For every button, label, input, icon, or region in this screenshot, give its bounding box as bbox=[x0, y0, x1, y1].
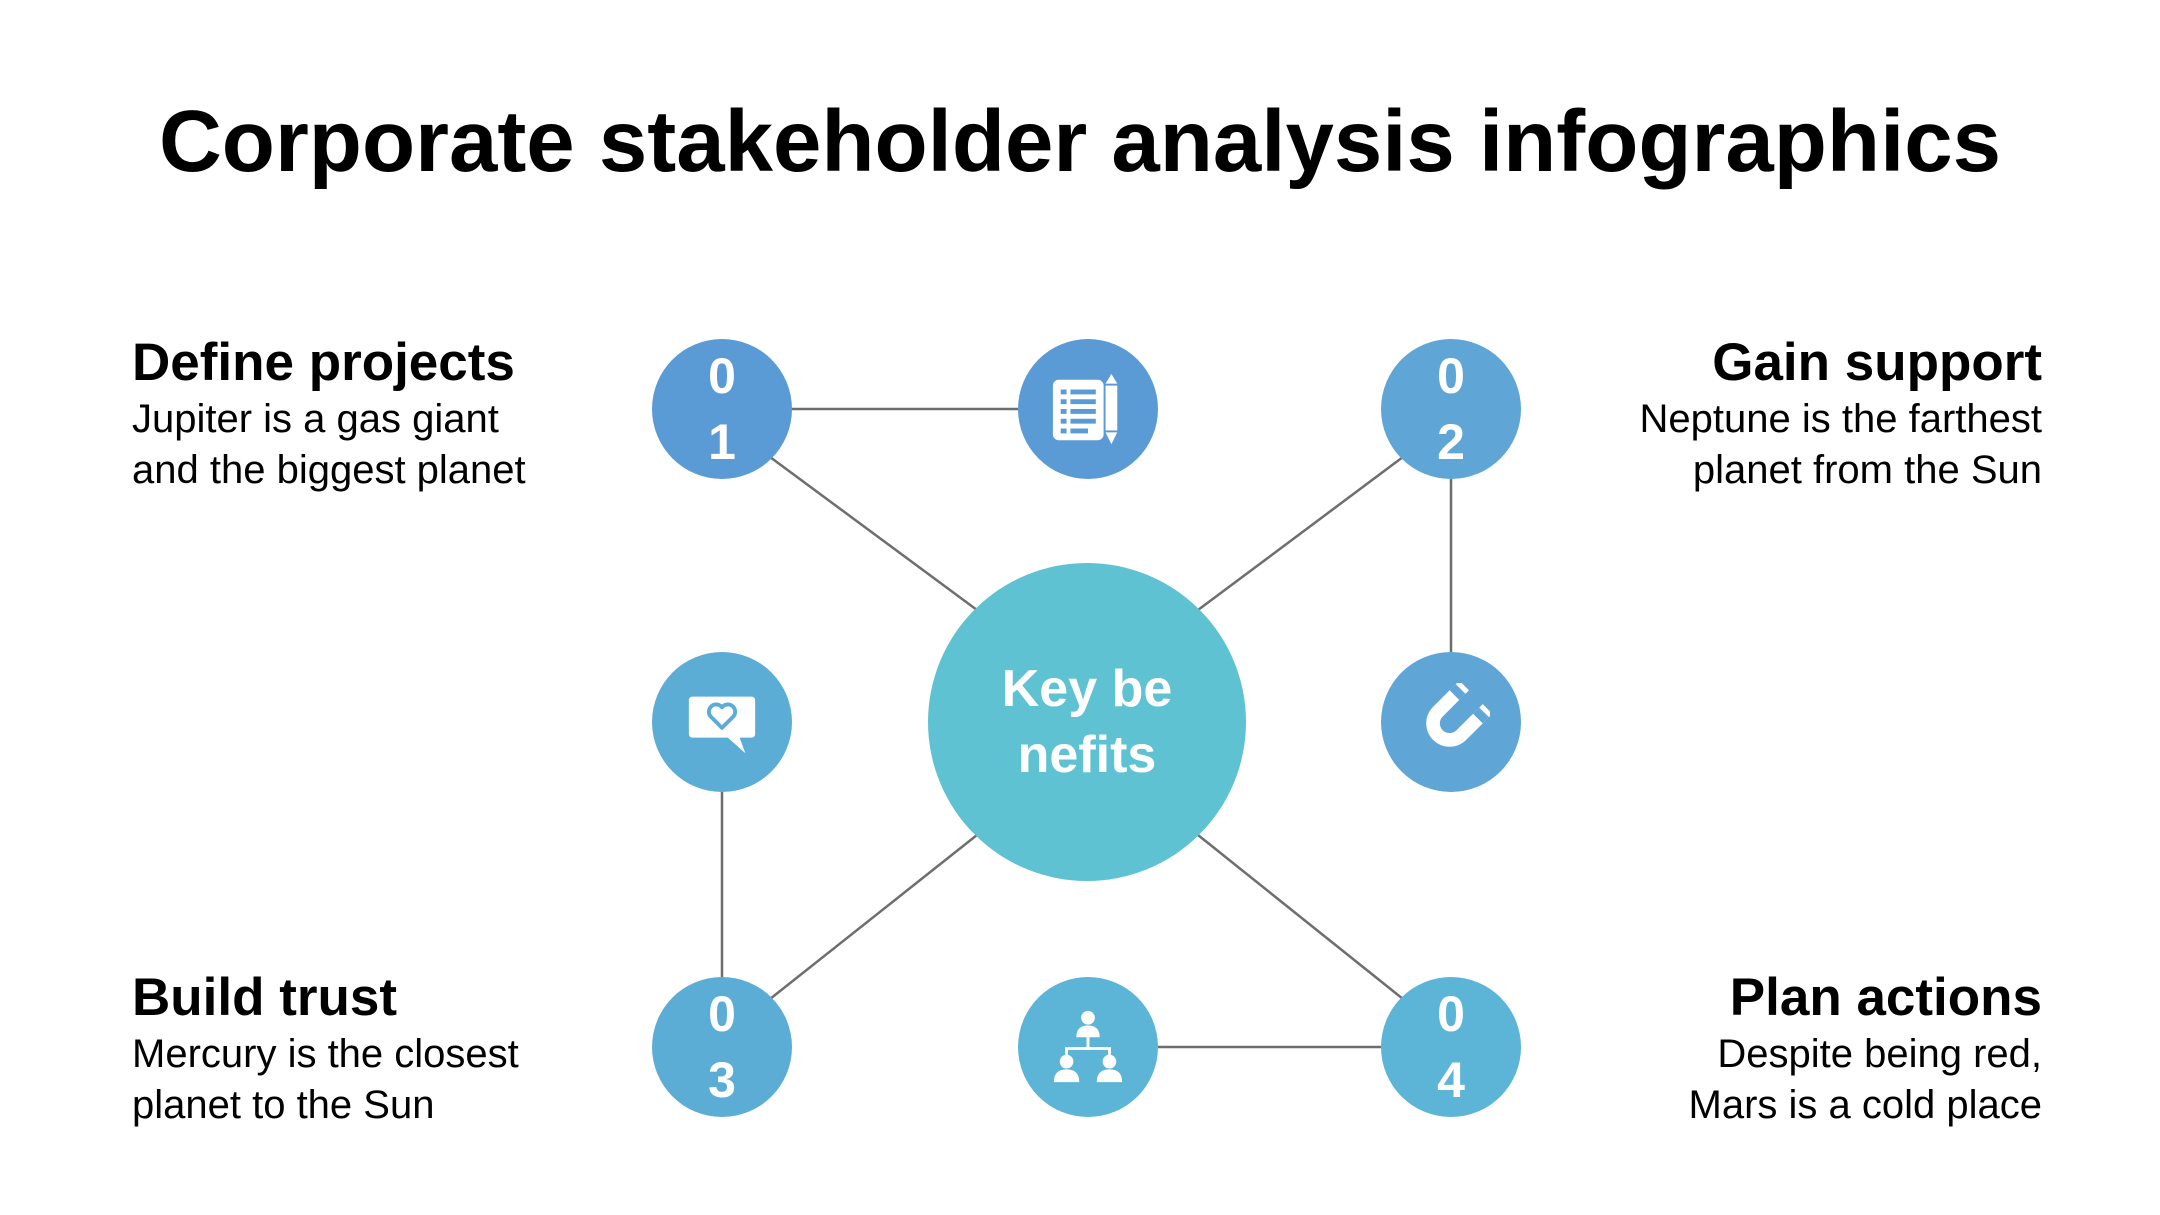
block-title: Define projects bbox=[132, 333, 515, 392]
key-benefits-circle: Key benefits bbox=[928, 563, 1246, 881]
block-text-line: planet from the Sun bbox=[1692, 448, 2042, 492]
org-chart-icon bbox=[1018, 977, 1158, 1117]
number-digit: 4 bbox=[1437, 1052, 1465, 1108]
number-circle-01: 0 1 bbox=[652, 339, 792, 479]
number-digit: 0 bbox=[708, 986, 736, 1042]
block-text-line: Despite being red, bbox=[1717, 1032, 2042, 1076]
number-digit: 1 bbox=[708, 414, 736, 470]
block-title: Build trust bbox=[132, 968, 397, 1027]
text-block-04: Plan actions Despite being red, Mars is … bbox=[1522, 967, 2042, 1131]
block-text-line: Neptune is the farthest bbox=[1639, 397, 2042, 441]
magnet-icon bbox=[1381, 652, 1521, 792]
block-text-line: and the biggest planet bbox=[132, 448, 526, 492]
number-circle-02: 0 2 bbox=[1381, 339, 1521, 479]
chat-heart-icon bbox=[652, 652, 792, 792]
number-digit: 0 bbox=[708, 348, 736, 404]
number-digit: 0 bbox=[1437, 348, 1465, 404]
text-block-03: Build trust Mercury is the closest plane… bbox=[132, 967, 652, 1131]
text-block-01: Define projects Jupiter is a gas giant a… bbox=[132, 332, 652, 496]
checklist-pencil-icon bbox=[1018, 339, 1158, 479]
connector-03-to-center bbox=[769, 834, 978, 1000]
number-circle-04: 0 4 bbox=[1381, 977, 1521, 1117]
number-circle-03: 0 3 bbox=[652, 977, 792, 1117]
block-text-line: planet to the Sun bbox=[132, 1083, 435, 1127]
connector-04-to-center bbox=[1197, 834, 1404, 1000]
number-digit: 2 bbox=[1437, 414, 1465, 470]
block-title: Plan actions bbox=[1729, 968, 2042, 1027]
number-digit: 0 bbox=[1437, 986, 1465, 1042]
page-title: Corporate stakeholder analysis infograph… bbox=[158, 93, 2002, 190]
block-text-line: Mars is a cold place bbox=[1688, 1083, 2042, 1127]
connector-01-to-center bbox=[769, 455, 978, 612]
block-text-line: Jupiter is a gas giant bbox=[132, 397, 499, 441]
connector-02-to-center bbox=[1197, 455, 1404, 612]
center-label: Key benefits bbox=[1001, 660, 1173, 784]
number-digit: 3 bbox=[708, 1052, 736, 1108]
text-block-02: Gain support Neptune is the farthest pla… bbox=[1522, 332, 2042, 496]
block-title: Gain support bbox=[1712, 333, 2042, 392]
block-text-line: Mercury is the closest bbox=[132, 1032, 519, 1076]
